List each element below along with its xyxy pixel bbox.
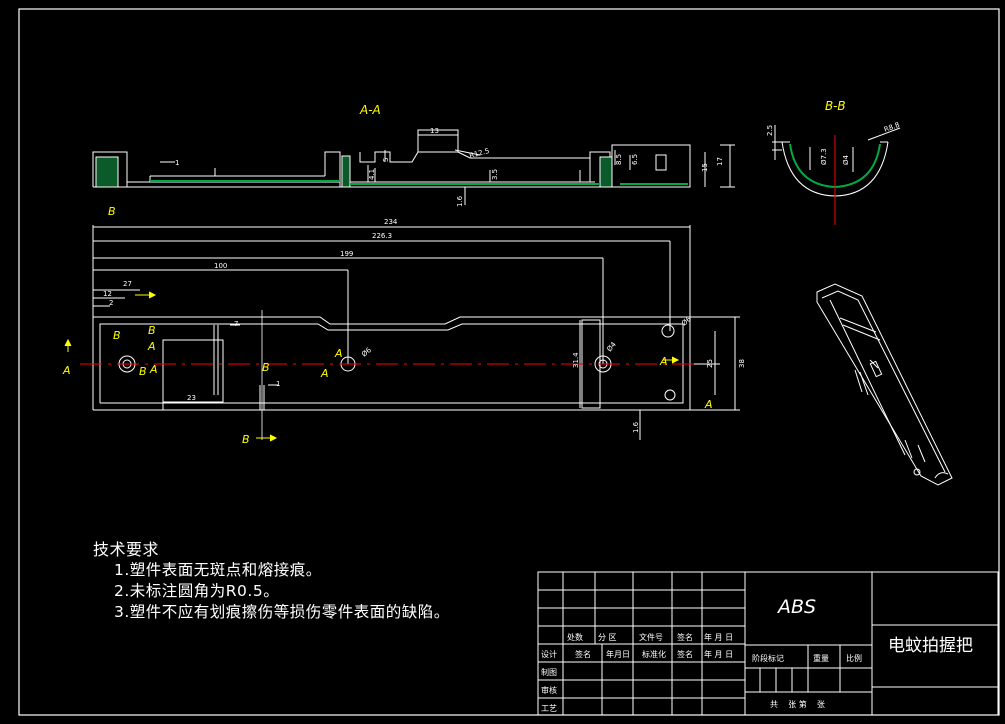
marker-a-right2: A (659, 355, 668, 368)
dim-7: 7 (234, 320, 238, 328)
header-cell-2: 文件号 (639, 632, 663, 642)
section-aa-label: A-A (359, 103, 381, 117)
view-b-label: B (108, 205, 116, 218)
plan-view: B (92, 205, 740, 440)
header-cell-4: 年 月 日 (704, 632, 733, 642)
sheets-label: 共 张 第 张 (770, 699, 825, 709)
marker-b-mid: B (262, 361, 270, 374)
sheet-border (18, 8, 1000, 716)
isometric-view (816, 283, 953, 486)
row-label-0: 制图 (541, 667, 557, 677)
dim-100: 100 (214, 262, 227, 270)
technical-requirements: 技术要求 1.塑件表面无斑点和熔接痕。 2.未标注圆角为R0.5。 3.塑件不应… (93, 539, 450, 623)
section-markers: A A A B A A B B B A B A (62, 291, 713, 446)
row-label-1: 审核 (541, 685, 557, 695)
dim-1-plan: 1 (276, 380, 280, 388)
dim-17: 17 (716, 157, 724, 166)
dim-d7-3: Ø7.3 (820, 148, 828, 165)
design-row-1: 签名 (575, 649, 591, 659)
dim-38: 38 (738, 359, 746, 368)
dim-25: 25 (706, 359, 714, 368)
design-row-4: 签名 (677, 649, 693, 659)
design-row-2: 年月日 (606, 649, 630, 659)
marker-a-left3: A (149, 363, 158, 376)
material-label: ABS (776, 596, 816, 618)
marker-a-left: A (62, 364, 71, 377)
dim-d4: Ø4 (842, 154, 850, 165)
header-cell-3: 签名 (677, 632, 693, 642)
dim-6-5: 6.5 (631, 154, 639, 165)
section-aa-dimensions: 17 15 13 R12.5 1.6 5 4.1 3.5 8.5 6.5 1 (175, 127, 724, 207)
marker-a-mid2: A (320, 367, 329, 380)
dim-4-1: 4.1 (368, 169, 376, 180)
dim-1-5: 1.6 (456, 195, 464, 207)
dim-d4-right: Ø4 (605, 340, 618, 353)
section-bb-label: B-B (825, 99, 846, 113)
dim-23: 23 (187, 394, 196, 402)
dim-234: 234 (384, 218, 398, 226)
part-name: 电蚊拍握把 (888, 636, 973, 656)
header-cell-1: 分 区 (598, 633, 617, 642)
section-bb-view: B-B (772, 99, 901, 225)
marker-b-left3: B (139, 365, 147, 378)
dim-3-5: 3.5 (491, 169, 499, 180)
dim-226-3: 226.3 (372, 232, 392, 240)
marker-b-left2: B (148, 324, 156, 337)
tech-requirement-2: 2.未标注圆角为R0.5。 (114, 582, 280, 600)
dim-5: 5 (382, 158, 390, 162)
dim-31-4: 31.4 (572, 352, 580, 368)
plan-dimensions: 234 226.3 199 100 27 12 2 23 7 1 38 25 3… (103, 218, 746, 433)
tech-requirement-1: 1.塑件表面无斑点和熔接痕。 (114, 561, 322, 579)
design-row-3: 标准化 (642, 649, 666, 659)
dim-27: 27 (123, 280, 132, 288)
dim-13: 13 (430, 127, 439, 135)
design-row-5: 年 月 日 (704, 649, 733, 659)
dim-15: 15 (701, 163, 709, 172)
dim-2: 2 (109, 299, 113, 307)
marker-a-right: A (704, 398, 713, 411)
dim-8-5: 8.5 (615, 154, 623, 165)
dim-r8-8: R8.8 (883, 121, 901, 134)
marker-a-left2: A (147, 340, 156, 353)
dim-12: 12 (103, 290, 112, 298)
design-row-0: 设计 (541, 649, 557, 659)
dim-1: 1 (175, 159, 179, 167)
scale-label: 比例 (846, 653, 862, 663)
dim-2-5: 2.5 (766, 125, 774, 136)
title-block (537, 571, 999, 716)
dim-1-6: 1.6 (632, 421, 640, 433)
row-label-2: 工艺 (541, 704, 557, 713)
title-block-text: ABS 电蚊拍握把 处数 分 区 文件号 签名 年 月 日 设计 签名 年月日 … (541, 596, 973, 713)
marker-a-mid: A (334, 347, 343, 360)
weight-label: 重量 (813, 653, 829, 663)
section-aa-view: A-A (92, 103, 735, 205)
stage-label: 阶段标记 (752, 653, 784, 663)
marker-b-bottom: B (242, 433, 250, 446)
dim-199: 199 (340, 250, 353, 258)
marker-b-left1: B (113, 329, 121, 342)
tech-requirements-title: 技术要求 (93, 540, 160, 559)
tech-requirement-3: 3.塑件不应有划痕擦伤等损伤零件表面的缺陷。 (114, 603, 450, 621)
header-cell-0: 处数 (567, 632, 583, 642)
dim-d6-mid: Ø6 (360, 346, 373, 359)
